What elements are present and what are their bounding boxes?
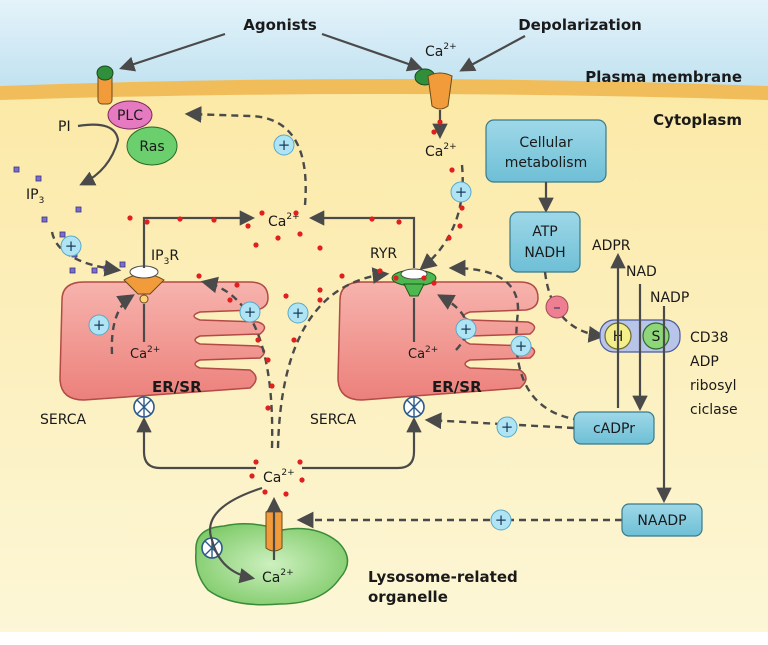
cellular-metabolism-line2: metabolism — [505, 155, 587, 171]
ca-extracellular-label: Ca2+ — [425, 42, 457, 60]
plus-markers: + + + + + + + + + + — [60, 134, 532, 531]
plus-marker — [490, 509, 512, 531]
er-sr-left — [59, 281, 269, 401]
er-right-internal-arrow — [437, 294, 468, 351]
membrane-ca-channel — [414, 68, 453, 110]
ca-to-serca-left — [136, 416, 256, 470]
cd38-s-label: S — [652, 329, 661, 345]
cytoplasm-label: Cytoplasm — [653, 111, 742, 129]
nad-label: NAD — [626, 264, 657, 280]
plus-marker — [450, 181, 472, 203]
plus-marker — [60, 235, 82, 257]
er-sr-left-label: ER/SR — [152, 378, 202, 396]
cadpr-label: cADPr — [593, 421, 635, 437]
plus-marker-label: + — [292, 304, 305, 322]
plc-label: PLC — [117, 108, 143, 124]
serca-right-pump — [403, 396, 425, 418]
ca-to-ryr-arrow — [419, 164, 464, 271]
plus-marker-label: + — [495, 511, 508, 529]
minus-marker — [545, 295, 569, 319]
cd38-label-line1: CD38 — [690, 330, 728, 346]
ca-into-lysosome-arrow — [209, 486, 263, 584]
pi-label: PI — [58, 119, 71, 135]
agonists-label: Agonists — [243, 16, 317, 34]
ip3-to-ip3r-arrow — [50, 231, 122, 277]
atp-nadh-box — [509, 211, 581, 273]
ip3r-channel — [123, 265, 165, 304]
ca-central-label: Ca2+ — [268, 212, 300, 230]
agonist-to-channel-arrow — [321, 32, 423, 72]
plus-marker — [88, 314, 110, 336]
plus-marker-label: + — [455, 183, 468, 201]
serca-right-label: SERCA — [310, 412, 357, 428]
ca-er-right-label: Ca2+ — [408, 345, 438, 362]
plus-marker — [273, 134, 295, 156]
cd38-label-line3: ribosyl — [690, 378, 737, 394]
serca-left-pump — [133, 396, 155, 418]
page-bottom-margin — [0, 632, 768, 645]
ca-cytosol-label: Ca2+ — [425, 142, 457, 160]
ca-er-left-label: Ca2+ — [130, 345, 160, 362]
plus-marker-label: + — [65, 237, 78, 255]
er-left-internal-arrow — [110, 294, 135, 355]
depolarization-arrow — [459, 35, 526, 72]
cd38-label-line4: ciclase — [690, 402, 738, 418]
pi-to-ip3-arrow — [77, 123, 120, 186]
nadp-label: NADP — [650, 290, 689, 306]
ca-to-ryr-lower-arrow — [276, 267, 390, 449]
plus-marker — [239, 301, 261, 323]
ras-label: Ras — [139, 139, 164, 155]
plus-marker-label: + — [93, 316, 106, 334]
lysosome-label-line1: Lysosome-related — [368, 568, 518, 586]
ryr-channel — [391, 268, 437, 297]
ip3-label: IP3 — [26, 187, 44, 206]
plus-marker — [496, 416, 518, 438]
serca-left-label: SERCA — [40, 412, 87, 428]
cellular-metabolism-box — [485, 119, 607, 183]
cd38-label-line2: ADP — [690, 354, 719, 370]
ryr-release-line — [308, 210, 416, 268]
plasma-membrane-label: Plasma membrane — [585, 68, 742, 86]
atp-label: ATP — [532, 224, 557, 240]
naadp-box — [621, 503, 703, 537]
ryr-label: RYR — [370, 246, 397, 262]
cadpr-to-ryr-arrow — [448, 259, 581, 422]
agonist-to-receptor-arrow — [119, 32, 226, 72]
ca-lysosome-label: Ca2+ — [262, 568, 294, 586]
plc-enzyme — [107, 100, 153, 130]
ca-to-serca-right — [302, 416, 422, 470]
ras-protein — [126, 126, 178, 166]
plus-marker-label: + — [460, 320, 473, 338]
ip3r-release-line — [142, 210, 256, 268]
plus-marker — [510, 335, 532, 357]
lysosome-organelle — [195, 523, 349, 606]
lysosome-label-line2: organelle — [368, 588, 448, 606]
depolarization-label: Depolarization — [518, 16, 642, 34]
cellular-metabolism-line1: Cellular — [519, 135, 573, 151]
plus-marker — [455, 318, 477, 340]
er-sr-right-label: ER/SR — [432, 378, 482, 396]
plus-marker-label: + — [244, 303, 257, 321]
ip3r-label: IP3R — [151, 248, 179, 267]
plus-marker-label: + — [278, 136, 291, 154]
calcium-ions — [127, 119, 465, 497]
extracellular-region — [0, 0, 768, 92]
adpr-label: ADPR — [592, 238, 631, 254]
g-protein-receptor — [96, 65, 114, 105]
naadp-label: NAADP — [637, 513, 686, 529]
minus-marker-label: – — [553, 298, 561, 316]
plus-marker-label: + — [501, 418, 514, 436]
ca-lower-label: Ca2+ — [263, 468, 295, 486]
plasma-membrane — [0, 79, 768, 100]
plus-marker — [287, 302, 309, 324]
plus-marker-label: + — [515, 337, 528, 355]
nadh-label: NADH — [524, 245, 565, 261]
cd38-s-domain — [642, 322, 670, 350]
